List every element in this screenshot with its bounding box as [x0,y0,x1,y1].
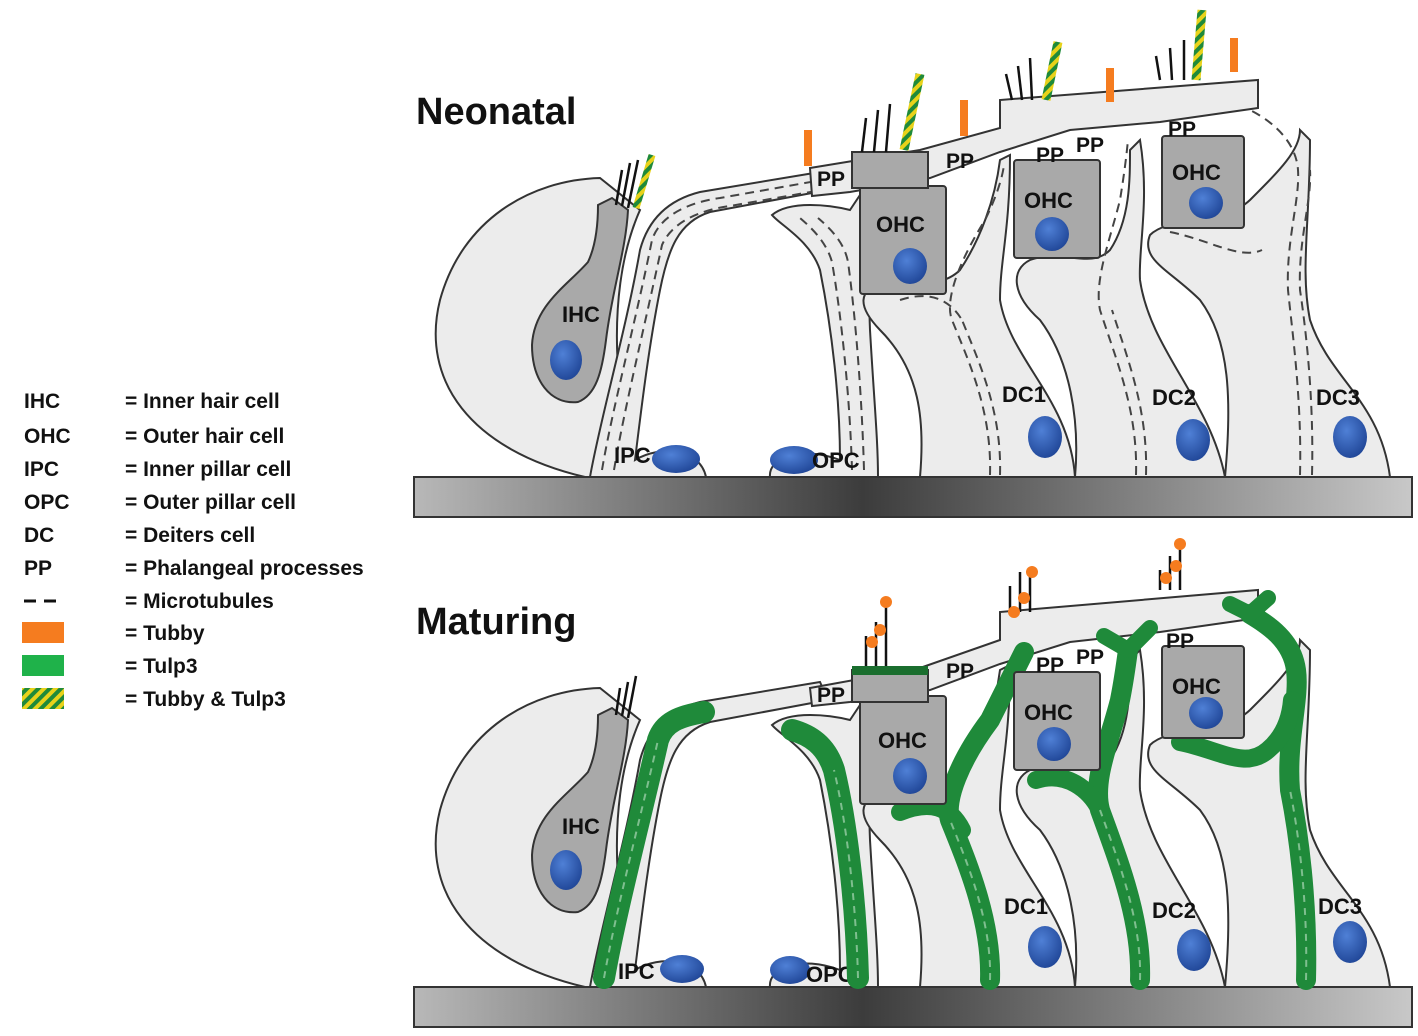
legend-desc-both: = Tubby & Tulp3 [125,688,286,711]
legend-desc-pp: = Phalangeal processes [125,557,364,580]
dc1-label-maturing: DC1 [1004,894,1048,919]
pp-label-5-maturing: PP [1166,630,1194,653]
dc2-label: DC2 [1152,385,1196,410]
neonatal-title: Neonatal [416,91,576,133]
basilar-membrane-maturing [413,986,1413,1028]
tubby-puncta [866,538,1186,648]
ohc2-nucleus-maturing [1037,727,1071,761]
ipc-label-maturing: IPC [618,959,655,984]
outer-pillar-cell [768,193,882,478]
outer-hair-cell-3 [1161,135,1245,229]
dc3-nucleus [1333,416,1367,458]
pp-label-4: PP [1076,134,1104,157]
tulp3-microtubule-bundles [593,590,1317,990]
pp-label-2: PP [946,150,974,173]
ohc3-nucleus [1189,187,1223,219]
tulp3-cuticular-band [852,666,928,675]
ihc-label: IHC [562,302,600,327]
legend-desc-ipc: = Inner pillar cell [125,458,291,481]
pp-label-3-maturing: PP [1036,654,1064,677]
ipc-nucleus-maturing [660,955,704,983]
opc-label: OPC [812,448,860,473]
maturing-title: Maturing [416,601,576,643]
tubby-cilia [804,38,1238,166]
dc1-nucleus [1028,416,1062,458]
deiters-cell-3 [1147,127,1392,478]
ohc2-label-maturing: OHC [1024,700,1073,725]
legend-abbr-ohc: OHC [24,425,71,448]
opc-nucleus-maturing [770,956,810,984]
pp-label-1: PP [817,168,845,191]
pp-label-2-maturing: PP [946,660,974,683]
ohc1-nucleus-maturing [893,758,927,794]
opc-label-maturing: OPC [806,962,854,987]
basilar-membrane [413,476,1413,518]
legend-abbr-opc: OPC [24,491,70,514]
legend-desc-opc: = Outer pillar cell [125,491,296,514]
dc3-label: DC3 [1316,385,1360,410]
pp-label-5: PP [1168,118,1196,141]
legend-desc-dc: = Deiters cell [125,524,255,547]
orange-swatch-icon [22,622,64,643]
deiters-cell-2-maturing [1015,647,1227,988]
legend-desc-microtubules: = Microtubules [125,590,274,613]
dc2-nucleus [1176,419,1210,461]
ohc1-cuticular-plate-maturing [851,669,929,703]
ohc1-nucleus [893,248,927,284]
hatched-swatch-icon [22,688,64,709]
ohc1-label-maturing: OHC [878,728,927,753]
pp-label-1-maturing: PP [817,684,845,707]
ohc1-cuticular-plate [851,151,929,189]
maturing-panel: Maturing IHC IPC OPC DC1 DC2 DC3 [413,538,1413,1028]
ihc-stereocilia [614,153,656,210]
outer-hair-cell-3-maturing [1161,645,1245,739]
legend-desc-tulp3: = Tulp3 [125,655,198,678]
dc2-label-maturing: DC2 [1152,898,1196,923]
pp-label-3: PP [1036,144,1064,167]
ohc2-nucleus [1035,217,1069,251]
dc1-nucleus-maturing [1028,926,1062,968]
opc-nucleus [770,446,818,474]
dc3-label-maturing: DC3 [1318,894,1362,919]
legend: IHC = Inner hair cell OHC = Outer hair c… [22,390,364,711]
ohc2-label: OHC [1024,188,1073,213]
ohc-stereocilia [860,40,1186,153]
deiters-cell-2 [1015,137,1227,478]
deiters-cell-3-maturing [1147,637,1392,988]
dc2-nucleus-maturing [1177,929,1211,971]
ihc-nucleus [550,340,582,380]
ipc-nucleus [652,445,700,473]
legend-abbr-pp: PP [24,557,52,580]
neonatal-panel: Neonatal IHC IPC OPC [413,9,1413,518]
legend-desc-tubby: = Tubby [125,622,205,645]
green-swatch-icon [22,655,64,676]
dc1-label: DC1 [1002,382,1046,407]
legend-abbr-ihc: IHC [24,390,60,413]
tubby-tulp3-cilia [899,9,1207,151]
legend-abbr-ipc: IPC [24,458,59,481]
ihc-label-maturing: IHC [562,814,600,839]
legend-abbr-dc: DC [24,524,54,547]
ohc3-label: OHC [1172,160,1221,185]
ihc-stereocilia-maturing [614,675,638,719]
legend-desc-ohc: = Outer hair cell [125,425,284,448]
ohc1-label: OHC [876,212,925,237]
ohc3-label-maturing: OHC [1172,674,1221,699]
dc3-nucleus-maturing [1333,921,1367,963]
deiters-cell-1 [862,153,1077,478]
ohc3-nucleus-maturing [1189,697,1223,729]
outer-hair-cell-2-maturing [1013,671,1101,771]
ihc-nucleus-maturing [550,850,582,890]
legend-desc-ihc: = Inner hair cell [125,390,280,413]
pp-label-4-maturing: PP [1076,646,1104,669]
ipc-label: IPC [614,443,651,468]
